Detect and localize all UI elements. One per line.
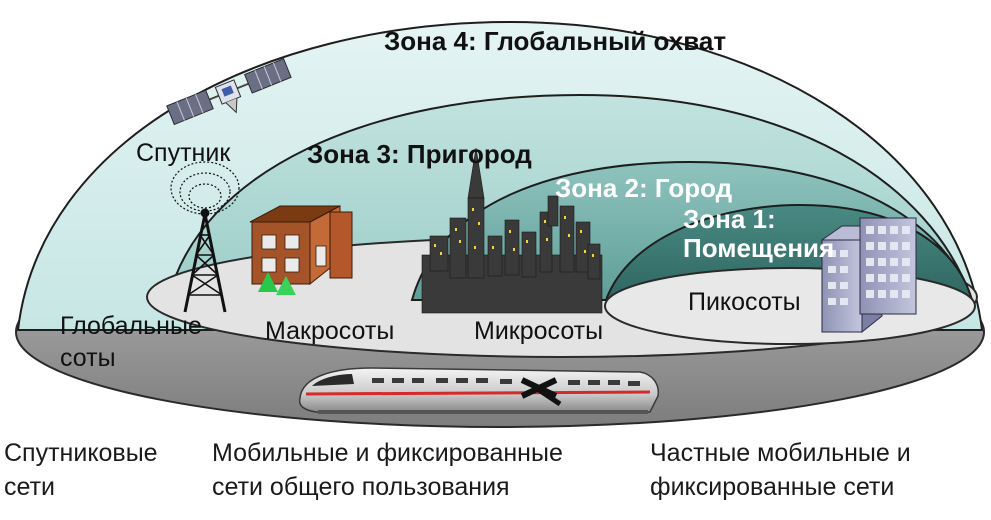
satellite-networks-line1: Спутниковые	[4, 439, 158, 467]
city-windows	[434, 208, 594, 257]
satellite-networks-caption: Спутниковые сети	[4, 436, 158, 504]
public-networks-line1: Мобильные и фиксированные	[212, 439, 563, 467]
city-skyline-icon	[421, 147, 603, 314]
macro-cells-label: Макросоты	[265, 317, 394, 345]
zone-1-title-line1: Зона 1:	[683, 204, 776, 234]
satellite-icon	[166, 58, 292, 126]
radio-tower-icon	[170, 161, 240, 313]
global-cells-label-line2: соты	[60, 344, 116, 372]
zone-4-title: Зона 4: Глобальный охват	[384, 26, 726, 56]
micro-cells-label: Микросоты	[474, 317, 603, 345]
global-cells-label-line1: Глобальные	[60, 312, 202, 340]
satellite-label: Спутник	[136, 139, 231, 167]
train-icon	[298, 367, 660, 414]
office-building-icon	[820, 217, 917, 334]
private-networks-line2: фиксированные сети	[650, 473, 895, 501]
public-networks-caption: Мобильные и фиксированные сети общего по…	[212, 436, 563, 504]
zone-3-title: Зона 3: Пригород	[307, 139, 532, 169]
private-networks-line1: Частные мобильные и	[650, 439, 911, 467]
satellite-networks-line2: сети	[4, 473, 55, 501]
zone-1-title-line2: Помещения	[683, 233, 834, 263]
private-networks-caption: Частные мобильные и фиксированные сети	[650, 436, 911, 504]
public-networks-line2: сети общего пользования	[212, 473, 510, 501]
zone-2-title: Зона 2: Город	[555, 173, 733, 203]
pico-cells-label: Пикосоты	[688, 288, 801, 316]
house-icon	[249, 205, 353, 295]
